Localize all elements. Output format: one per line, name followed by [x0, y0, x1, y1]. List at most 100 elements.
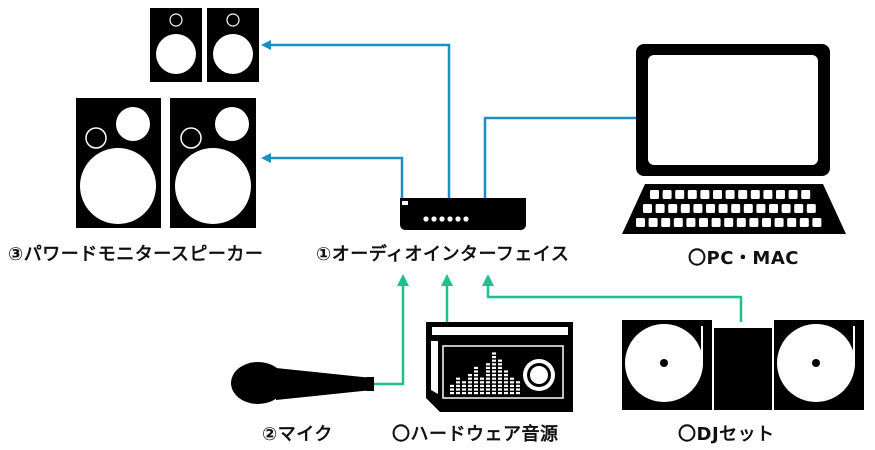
key-shape [731, 204, 741, 213]
eq-segment [450, 384, 454, 387]
key-shape [788, 190, 798, 199]
eq-segment [462, 381, 466, 384]
eq-segment [492, 381, 496, 384]
key-shape [718, 204, 728, 213]
eq-segment [510, 392, 514, 395]
eq-segment [498, 384, 502, 387]
eq-segment [510, 384, 514, 387]
eq-segment [468, 388, 472, 391]
label-pc-mac: 〇PC・MAC [688, 248, 799, 269]
key-shape [794, 204, 804, 213]
key-shape [687, 190, 697, 199]
eq-segment [516, 384, 520, 387]
eq-segment [510, 388, 514, 391]
eq-segment [456, 384, 460, 387]
key-shape [749, 218, 759, 227]
eq-segment [450, 392, 454, 395]
eq-segment [480, 381, 484, 384]
key-shape [643, 204, 652, 213]
label-dj-set: 〇DJセット [678, 424, 775, 445]
mic-to-interface-line [372, 274, 409, 386]
eq-segment [474, 388, 478, 391]
key-shape [673, 218, 683, 227]
key-shape [774, 218, 784, 227]
eq-segment [504, 381, 508, 384]
interface-to-small-speakers-line [261, 40, 451, 198]
eq-segment [468, 381, 472, 384]
computer-to-interface-line [483, 116, 640, 198]
large-speaker-icon [76, 98, 256, 228]
key-shape [743, 204, 753, 213]
key-shape [769, 204, 778, 213]
eq-segment [474, 392, 478, 395]
output-connections [261, 40, 640, 198]
eq-segment [516, 381, 520, 384]
key-shape [648, 218, 658, 227]
eq-segment [504, 392, 508, 395]
eq-segment [474, 366, 478, 369]
eq-segment [504, 374, 508, 377]
eq-segment [480, 377, 484, 380]
key-shape [801, 190, 811, 199]
eq-segment [492, 363, 496, 366]
eq-segment [462, 384, 466, 387]
key-shape [680, 204, 690, 213]
key-shape [636, 218, 645, 227]
eq-segment [492, 377, 496, 380]
eq-segment [486, 370, 490, 373]
key-shape [738, 190, 748, 199]
eq-segment [498, 381, 502, 384]
eq-segment [480, 392, 484, 395]
audio-interface-icon [400, 198, 526, 230]
eq-segment [486, 388, 490, 391]
eq-segment [492, 352, 496, 355]
eq-segment [516, 392, 520, 395]
eq-segment [510, 377, 514, 380]
key-shape [736, 218, 746, 227]
eq-segment [480, 384, 484, 387]
key-shape [806, 204, 816, 213]
eq-segment [492, 366, 496, 369]
key-shape [750, 190, 760, 199]
eq-segment [462, 388, 466, 391]
key-shape [650, 190, 659, 199]
eq-segment [474, 374, 478, 377]
eq-segment [510, 381, 514, 384]
eq-segment [498, 388, 502, 391]
key-shape [693, 204, 703, 213]
key-shape [799, 218, 809, 227]
eq-segment [498, 377, 502, 380]
turntable-icon [774, 320, 864, 410]
key-shape [675, 190, 685, 199]
eq-segment [468, 377, 472, 380]
label-audio-interface: ①オーディオインターフェイス [316, 244, 570, 265]
label-monitor-speakers: ③パワードモニタースピーカー [8, 244, 264, 265]
key-shape [724, 218, 734, 227]
eq-segment [504, 370, 508, 373]
eq-segment [474, 377, 478, 380]
key-shape [706, 204, 715, 213]
key-shape [686, 218, 696, 227]
eq-segment [462, 392, 466, 395]
key-shape [662, 190, 672, 199]
label-microphone: ②マイク [262, 424, 333, 445]
key-shape [700, 190, 710, 199]
eq-segment [498, 374, 502, 377]
key-shape [661, 218, 671, 227]
key-shape [711, 218, 721, 227]
eq-segment [492, 388, 496, 391]
key-shape [812, 218, 822, 227]
microphone-icon [231, 362, 374, 404]
input-connections [372, 274, 743, 386]
eq-segment [468, 392, 472, 395]
key-shape [763, 190, 773, 199]
eq-segment [486, 377, 490, 380]
eq-segment [486, 363, 490, 366]
eq-segment [486, 392, 490, 395]
dj-mixer-icon [714, 328, 772, 410]
eq-segment [504, 384, 508, 387]
eq-segment [504, 388, 508, 391]
eq-segment [492, 374, 496, 377]
